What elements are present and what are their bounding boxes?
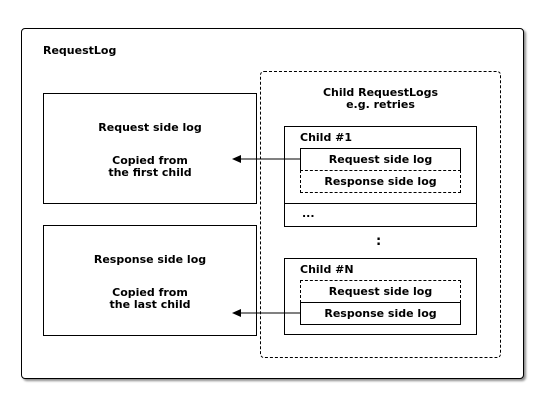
response-side-log-note-line2: the last child: [109, 298, 191, 311]
request-side-log-box: Request side log Copied from the first c…: [43, 93, 257, 204]
more-children-ellipsis: ...: [302, 207, 315, 220]
child-first-divider: [284, 203, 477, 204]
vertical-ellipsis: :: [376, 234, 382, 249]
child-first-response-log: Response side log: [300, 170, 461, 193]
child-last-label: Child #N: [300, 263, 354, 276]
request-side-log-title: Request side log: [98, 121, 202, 134]
response-side-log-note-line1: Copied from: [112, 286, 188, 299]
child-requestlogs-title: Child RequestLogs e.g. retries: [260, 87, 501, 111]
requestlog-title: RequestLog: [43, 44, 117, 57]
arrow-first-child-to-request-log: [232, 155, 300, 163]
child-requestlogs-group: [260, 71, 501, 358]
response-side-log-box: Response side log Copied from the last c…: [43, 225, 257, 336]
child-requestlogs-title-line1: Child RequestLogs: [322, 86, 439, 99]
request-side-log-note-line2: the first child: [108, 166, 192, 179]
request-side-log-note-line1: Copied from: [112, 154, 188, 167]
child-last-response-log: Response side log: [300, 302, 461, 325]
child-first-label: Child #1: [300, 131, 353, 144]
child-requestlogs-title-line2: e.g. retries: [346, 98, 415, 111]
response-side-log-note: Copied from the last child: [44, 287, 256, 311]
response-side-log-title: Response side log: [93, 253, 207, 266]
request-side-log-note: Copied from the first child: [44, 155, 256, 179]
arrow-last-child-to-response-log: [232, 309, 300, 317]
